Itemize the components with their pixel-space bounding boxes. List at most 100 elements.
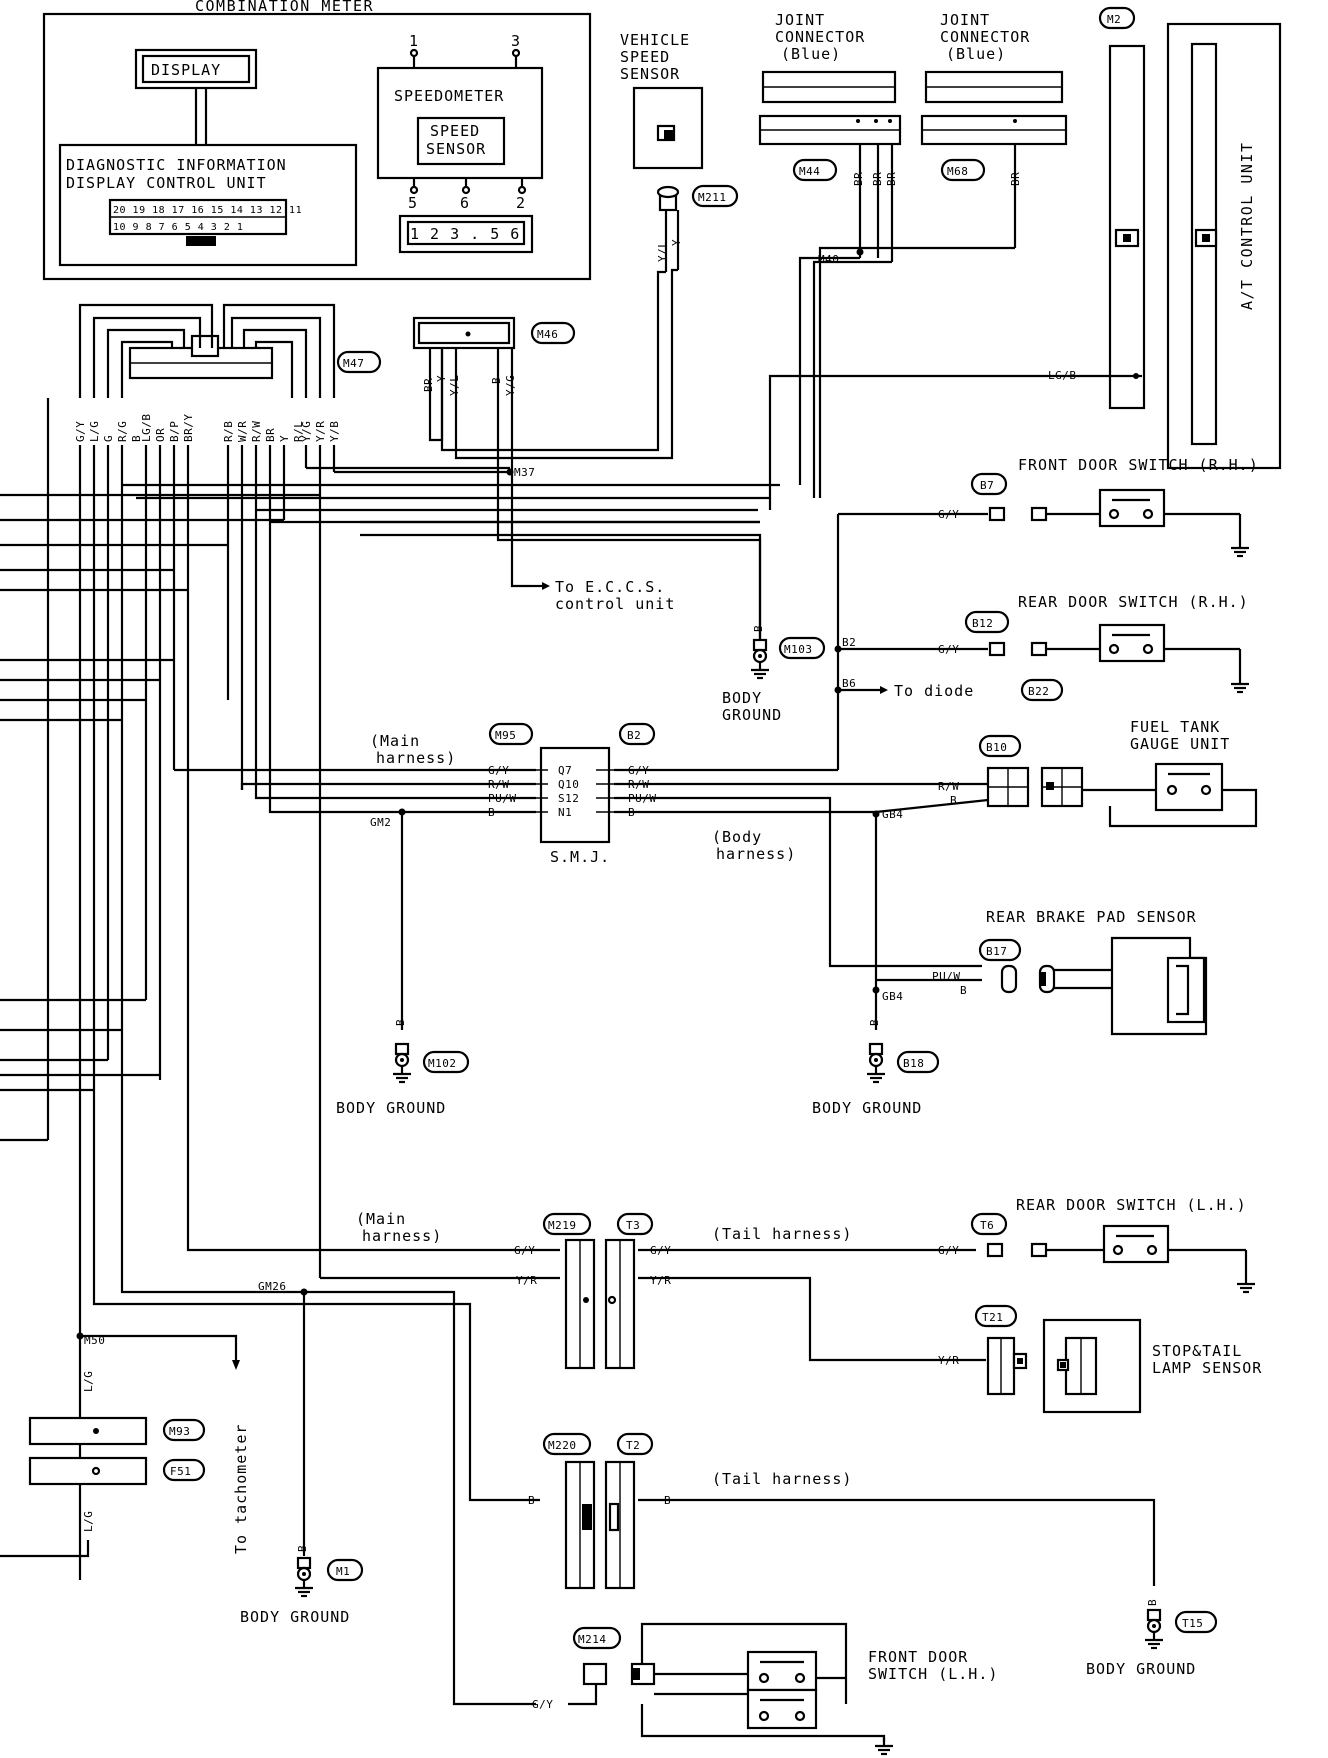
junction-b2: B2	[842, 636, 856, 649]
vss-wire-y: Y	[670, 239, 683, 246]
m47-wire-label: BR/Y	[182, 414, 195, 443]
m46-wire-yl: Y/L	[448, 375, 461, 396]
jc2-line3: (Blue)	[946, 45, 1006, 63]
tail-section-1: (Main harness) M219 T3 G/Y Y/R G/Y Y/R (…	[356, 1210, 852, 1370]
diag-info-line1: DIAGNOSTIC INFORMATION	[66, 156, 287, 174]
jc2-line2: CONNECTOR	[940, 28, 1030, 46]
smj-main-harness-1: (Main	[370, 732, 420, 750]
m47-wire-label: Y/G	[300, 421, 313, 442]
t15-wire: B	[1146, 1599, 1159, 1606]
diag-info-line2: DISPLAY CONTROL UNIT	[66, 174, 267, 192]
stop-tail-line1: STOP&TAIL	[1152, 1342, 1242, 1360]
jc1-wire-1: BR	[852, 172, 865, 186]
tail-main-harness-1: (Main	[356, 1210, 406, 1228]
connector-m1: M1	[326, 1558, 364, 1582]
combination-meter: COMBINATION METER DISPLAY DIAGNOSTIC INF…	[42, 0, 592, 281]
m47-wire-label: R/G	[116, 421, 129, 442]
connector-t21-label: T21	[982, 1311, 1003, 1324]
connector-m103-label: M103	[784, 643, 813, 656]
connector-m2-label: M2	[1107, 13, 1121, 26]
connector-b18-label: B18	[903, 1057, 924, 1070]
m47-wire-label: OR	[154, 428, 167, 442]
tail2-wire-left: B	[528, 1494, 535, 1507]
m1-wire: B	[296, 1545, 309, 1552]
m102-ground-text: BODY GROUND	[336, 1099, 446, 1117]
connector-m1-label: M1	[336, 1565, 350, 1578]
connector-m102: M102	[422, 1050, 470, 1074]
diag-pins-top: 20 19 18 17 16 15 14 13 12 11	[113, 205, 302, 216]
connector-b12: B12	[964, 610, 1010, 634]
connector-t15-label: T15	[1182, 1617, 1203, 1630]
ground-t15: B T15 BODY GROUND	[1086, 1599, 1218, 1678]
speed-sensor-line1: SPEED	[430, 122, 480, 140]
connector-m214-label: M214	[578, 1633, 607, 1646]
junction-gb4b: GB4	[882, 990, 903, 1003]
rear-door-lh-wire: G/Y	[938, 1244, 959, 1257]
jc1-line2: CONNECTOR	[775, 28, 865, 46]
connector-b7-label: B7	[980, 479, 994, 492]
connector-t3: T3	[616, 1212, 654, 1236]
vss-line3: SENSOR	[620, 65, 680, 83]
front-door-lh-line2: SWITCH (L.H.)	[868, 1665, 998, 1683]
rear-door-switch-lh: REAR DOOR SWITCH (L.H.) T6 G/Y	[938, 1196, 1257, 1294]
junction-gm2: GM2	[370, 816, 391, 829]
smj-row-pin: N1	[558, 806, 572, 819]
m47-wire-label: R/W	[250, 421, 263, 442]
vss-line1: VEHICLE	[620, 31, 690, 49]
speedometer-label: SPEEDOMETER	[394, 87, 504, 105]
front-door-rh-title: FRONT DOOR SWITCH (R.H.)	[1018, 456, 1259, 474]
ground-m103: B M103 BODY GROUND	[722, 625, 826, 724]
connector-m219-label: M219	[548, 1219, 577, 1232]
connector-t15: T15	[1174, 1610, 1218, 1634]
tail-harness-2: (Tail harness)	[712, 1470, 852, 1488]
at-control-unit: M2 A/T CONTROL UNIT LG/B	[1048, 6, 1282, 470]
at-control-unit-label: A/T CONTROL UNIT	[1238, 142, 1256, 311]
m47-wire-label: Y	[278, 435, 291, 442]
connector-m211: M211	[691, 184, 739, 208]
smj-main-harness-2: harness)	[376, 749, 456, 767]
tail-main-harness-2: harness)	[362, 1227, 442, 1245]
front-door-lh-wire: G/Y	[532, 1698, 553, 1711]
front-door-switch-rh: FRONT DOOR SWITCH (R.H.) B7 G/Y	[838, 456, 1259, 558]
connector-m95-label: M95	[495, 729, 516, 742]
m47-wire-label: W/R	[236, 421, 249, 442]
connector-m44-label: M44	[799, 165, 820, 178]
rear-door-rh-title: REAR DOOR SWITCH (R.H.)	[1018, 593, 1249, 611]
m47-wire-label: R/B	[222, 421, 235, 442]
connector-m46: M46	[530, 321, 576, 345]
connector-b22-label: B22	[1028, 685, 1049, 698]
tachometer-text: To tachometer	[232, 1424, 250, 1554]
stop-tail-lamp-sensor: T21 Y/R STOP&TAIL LAMP SENSOR	[938, 1304, 1262, 1414]
rear-door-switch-rh: REAR DOOR SWITCH (R.H.) B12 G/Y	[838, 593, 1251, 694]
pin-3: 3	[511, 32, 521, 50]
combination-meter-title: COMBINATION METER	[195, 0, 374, 15]
ground-b18: B B18 BODY GROUND	[812, 1019, 940, 1117]
m47-wire-label: BR	[264, 428, 277, 442]
connector-f51: F51	[162, 1458, 206, 1482]
connector-m44: M44	[792, 158, 838, 182]
tail-harness-1: (Tail harness)	[712, 1225, 852, 1243]
m1-ground-text: BODY GROUND	[240, 1608, 350, 1626]
m47-wire-label: LG/B	[140, 414, 153, 443]
tail-wire-left-2: Y/R	[516, 1274, 537, 1287]
joint-connector-1: JOINT CONNECTOR (Blue) M44 BR BR BR	[758, 11, 902, 186]
connector-t6: T6	[970, 1212, 1008, 1236]
connector-m211-label: M211	[698, 191, 727, 204]
junction-gm26: GM26	[258, 1280, 287, 1293]
m47-wire-label: B	[130, 435, 143, 442]
stop-tail-line2: LAMP SENSOR	[1152, 1359, 1262, 1377]
stop-tail-wire: Y/R	[938, 1354, 959, 1367]
front-door-lh-line1: FRONT DOOR	[868, 1648, 968, 1666]
b18-wire: B	[868, 1019, 881, 1026]
m103-wire: B	[752, 625, 765, 632]
m46-wire-br: BR	[422, 378, 435, 392]
connector-t6-label: T6	[980, 1219, 994, 1232]
front-door-switch-lh: M214 G/Y FRONT DOOR SWITCH (L.H.)	[532, 1622, 998, 1756]
m47-wire-label: G	[102, 435, 115, 442]
m46-wire-b: B	[490, 377, 503, 384]
m47-wire-label: Y/B	[328, 421, 341, 442]
tach-wire-1: L/G	[82, 1371, 95, 1392]
smj-name: S.M.J.	[550, 848, 610, 866]
